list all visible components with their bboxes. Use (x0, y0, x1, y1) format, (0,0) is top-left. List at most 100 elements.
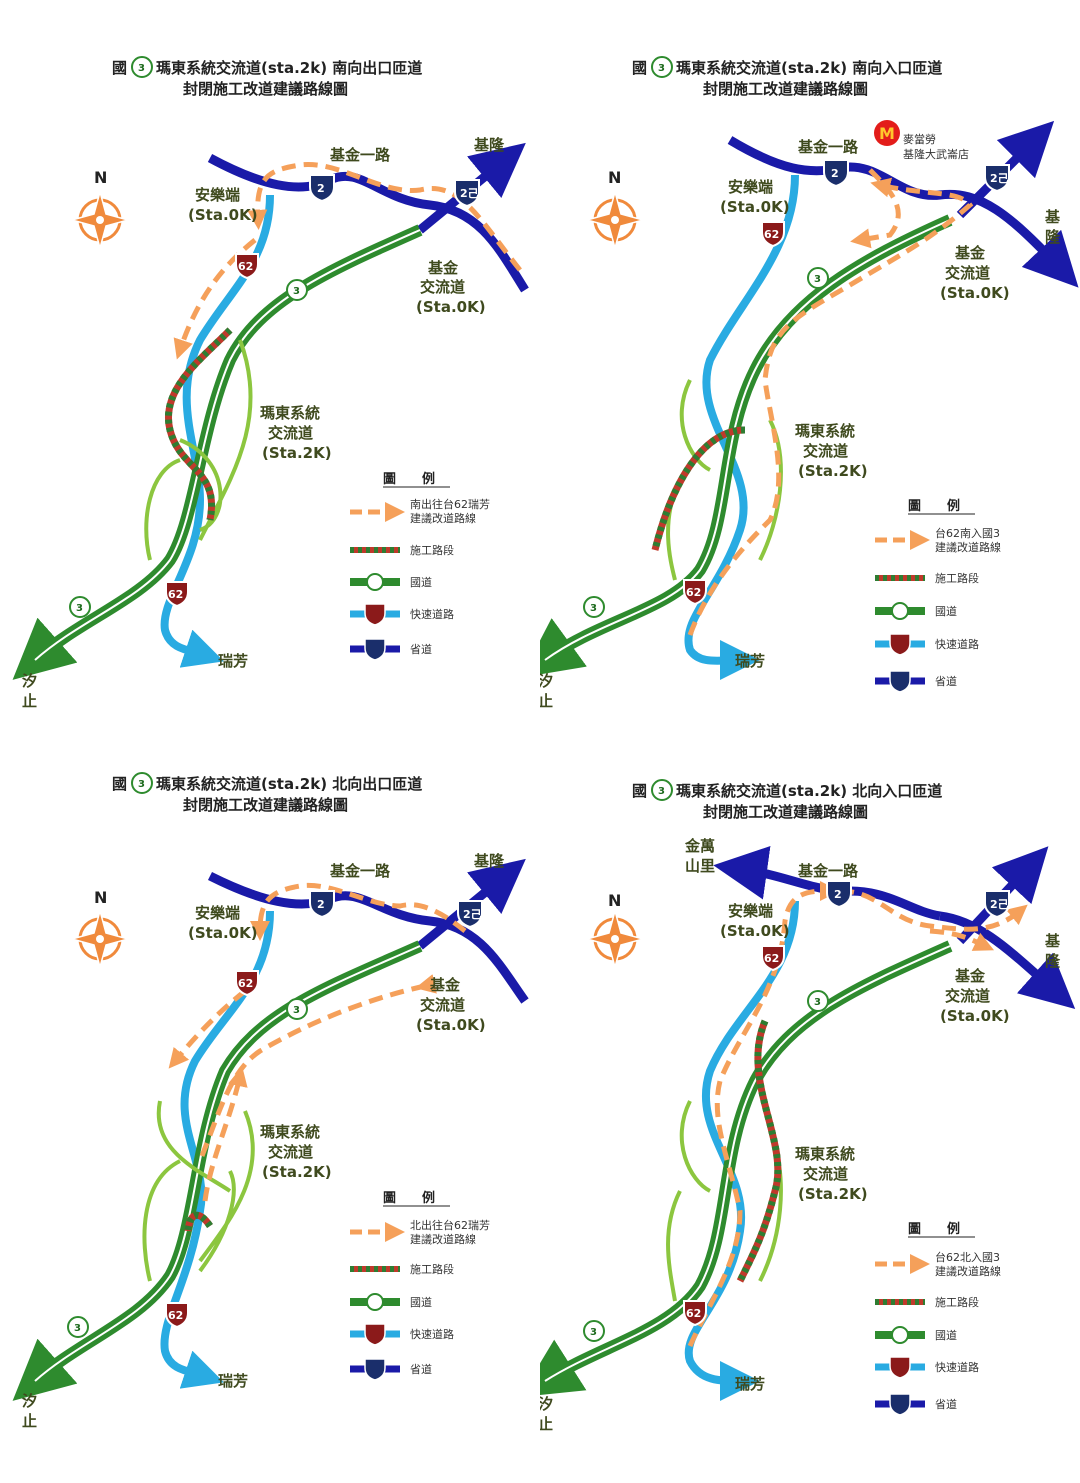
national-freeway-3-centerline (34, 229, 421, 661)
svg-text:瑞芳: 瑞芳 (218, 1372, 248, 1390)
svg-text:3: 3 (590, 603, 597, 614)
svg-text:(Sta.0K): (Sta.0K) (720, 198, 790, 216)
svg-text:國道: 國道 (410, 1295, 432, 1309)
svg-text:(Sta.2K): (Sta.2K) (262, 444, 332, 462)
svg-text:(Sta.0K): (Sta.0K) (940, 284, 1010, 302)
svg-text:交流道: 交流道 (420, 996, 465, 1014)
svg-text:瑞芳: 瑞芳 (735, 652, 765, 670)
map-panel-north-exit: 國 3 瑪東系統交流道(sta.2k) 北向出口匝道 封閉施工改道建議路線圖 N… (0, 741, 540, 1482)
svg-text:62: 62 (238, 260, 253, 273)
svg-text:快速道路: 快速道路 (935, 637, 979, 651)
svg-text:交流道: 交流道 (420, 278, 465, 296)
svg-text:基金: 基金 (954, 967, 986, 985)
svg-text:62: 62 (764, 952, 779, 965)
expressway-62-shield-icon: 62 (235, 970, 259, 997)
national-freeway-3-shield-icon (131, 56, 153, 78)
svg-text:建議改道路線: 建議改道路線 (410, 511, 476, 525)
map-panel-south-entry: 國 3 瑪東系統交流道(sta.2k) 南向入口匝道 封閉施工改道建議路線圖 N… (540, 0, 1080, 741)
compass-rose-icon (69, 189, 131, 251)
svg-text:省道: 省道 (410, 1362, 432, 1376)
svg-text:安樂端: 安樂端 (195, 904, 240, 922)
ruifang-label: 瑞芳 (218, 652, 248, 670)
svg-text:止: 止 (540, 692, 553, 710)
expressway-62-shield-icon: 62 (683, 579, 707, 606)
svg-text:(Sta.0K): (Sta.0K) (416, 1016, 486, 1034)
svg-text:基金一路: 基金一路 (797, 862, 859, 880)
svg-text:交流道: 交流道 (945, 264, 990, 282)
legend: 圖 例 南出往台62瑞芳 建議改道路線 施工路段 國道 快速道路 省道 (350, 471, 490, 661)
anle-sta-label: (Sta.0K) (188, 206, 258, 224)
svg-text:2: 2 (317, 182, 325, 195)
svg-text:國: 國 (632, 59, 647, 77)
svg-text:北出往台62瑞芳: 北出往台62瑞芳 (410, 1218, 490, 1232)
svg-text:基金一路: 基金一路 (797, 138, 859, 156)
panel-title: 瑪東系統交流道(sta.2k) 南向入口匝道 (676, 59, 942, 77)
svg-text:圖 例: 圖 例 (908, 1221, 960, 1237)
expressway-62-shield-icon: 62 (165, 581, 189, 608)
national-freeway-3-shield-icon (651, 56, 673, 78)
svg-text:瑪東系統: 瑪東系統 (795, 1145, 855, 1163)
svg-text:施工路段: 施工路段 (410, 543, 454, 557)
panel-title: 瑪東系統交流道(sta.2k) 南向出口匝道 (156, 59, 422, 77)
svg-text:62: 62 (238, 977, 253, 990)
legend: 圖 例 台62北入國3 建議改道路線 施工路段 國道 快速道路 省道 (875, 1221, 1001, 1416)
legend: 圖 例 北出往台62瑞芳 建議改道路線 施工路段 國道 快速道路 省道 (350, 1190, 490, 1381)
svg-text:止: 止 (22, 1412, 37, 1430)
svg-text:台62北入國3: 台62北入國3 (935, 1250, 1000, 1264)
provincial-2-shield-icon: 2 (823, 159, 849, 188)
svg-text:3: 3 (658, 786, 665, 797)
svg-text:基: 基 (1044, 208, 1061, 226)
svg-text:山里: 山里 (685, 857, 715, 875)
mcdonalds-icon: M (874, 120, 900, 146)
svg-text:3: 3 (658, 63, 665, 74)
svg-text:國道: 國道 (935, 1328, 957, 1342)
expressway-62-shield-icon: 62 (165, 1302, 189, 1329)
svg-text:交流道: 交流道 (803, 1165, 848, 1183)
svg-text:N: N (608, 168, 621, 187)
svg-text:台62南入國3: 台62南入國3 (935, 526, 1000, 540)
expressway-62-shield-icon: 62 (683, 1300, 707, 1327)
svg-text:圖 例: 圖 例 (383, 471, 435, 487)
svg-text:汐: 汐 (22, 1392, 37, 1410)
national-freeway-3-shield-icon: 3 (67, 1316, 89, 1338)
svg-text:N: N (608, 891, 621, 910)
provincial-2-shield-icon: 2 (309, 174, 335, 203)
svg-text:基金: 基金 (954, 244, 986, 262)
svg-text:施工路段: 施工路段 (935, 571, 979, 585)
svg-text:安樂端: 安樂端 (728, 178, 773, 196)
svg-text:止: 止 (22, 692, 37, 710)
svg-text:施工路段: 施工路段 (935, 1295, 979, 1309)
svg-text:基: 基 (1044, 932, 1061, 950)
svg-text:瑞芳: 瑞芳 (735, 1375, 765, 1393)
svg-text:(Sta.2K): (Sta.2K) (262, 1163, 332, 1181)
national-freeway-3-shield-icon: 3 (807, 267, 829, 289)
national-freeway-3-shield-icon: 3 (807, 990, 829, 1012)
svg-text:交流道: 交流道 (268, 424, 313, 442)
north-label: N (94, 168, 107, 187)
svg-text:省道: 省道 (410, 642, 432, 656)
svg-text:國道: 國道 (410, 575, 432, 589)
svg-text:止: 止 (540, 1415, 553, 1433)
compass-rose-icon (584, 189, 646, 251)
proposed-route (247, 162, 522, 272)
interchange-ramps (142, 1100, 255, 1282)
jijin-ic-label: 基金 (427, 259, 459, 277)
svg-text:3: 3 (293, 286, 300, 297)
svg-text:(Sta.2K): (Sta.2K) (798, 1185, 868, 1203)
provincial-2ji-shield-icon: 2己 (454, 179, 480, 208)
svg-text:3: 3 (138, 779, 145, 790)
svg-text:2: 2 (831, 167, 839, 180)
proposed-route (197, 974, 437, 1162)
svg-text:建議改道路線: 建議改道路線 (935, 1264, 1001, 1278)
svg-text:國: 國 (632, 782, 647, 800)
national-freeway-3-shield-icon: 3 (286, 998, 308, 1020)
svg-text:N: N (94, 888, 107, 907)
svg-text:快速道路: 快速道路 (410, 1327, 454, 1341)
svg-text:隆: 隆 (1045, 228, 1061, 246)
svg-text:2己: 2己 (990, 898, 1009, 911)
svg-text:國道: 國道 (935, 604, 957, 618)
svg-text:施工路段: 施工路段 (410, 1262, 454, 1276)
national-freeway-3-shield-icon: 3 (583, 1320, 605, 1342)
map-canvas: 國 3 瑪東系統交流道(sta.2k) 南向出口匝道 封閉施工改道建議路線圖 N… (12, 56, 529, 710)
svg-text:快速道路: 快速道路 (410, 607, 454, 621)
